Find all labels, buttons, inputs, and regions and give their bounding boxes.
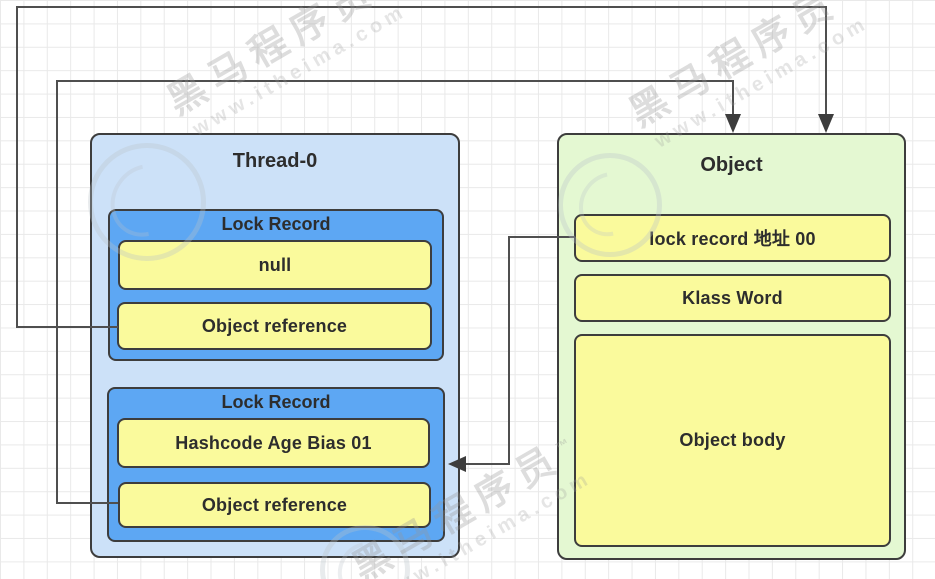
watermark-brand: 黑马程序员™: [622, 0, 858, 136]
cell-klass-word: Klass Word: [574, 274, 891, 322]
cell-object-reference-1: Object reference: [117, 302, 432, 350]
cell-lock-record-address: lock record 地址 00: [574, 214, 891, 262]
lock-record-1-title: Lock Record: [221, 214, 331, 234]
arrowhead-down-icon: [725, 114, 741, 133]
watermark-brand: 黑马程序员™: [160, 0, 386, 124]
cell-object-body: Object body: [574, 334, 891, 547]
cell-hashcode-age-bias: Hashcode Age Bias 01: [117, 418, 430, 468]
arrowhead-down-icon: [818, 114, 834, 133]
object-title: Object: [700, 154, 763, 176]
watermark: 黑马程序员™ www.itheima.com: [161, 0, 418, 145]
cell-null: null: [118, 240, 432, 290]
lock-record-2-title: Lock Record: [221, 392, 331, 412]
thread-title: Thread-0: [232, 150, 318, 172]
watermark-site: www.itheima.com: [188, 0, 411, 141]
cell-object-reference-2: Object reference: [118, 482, 431, 528]
